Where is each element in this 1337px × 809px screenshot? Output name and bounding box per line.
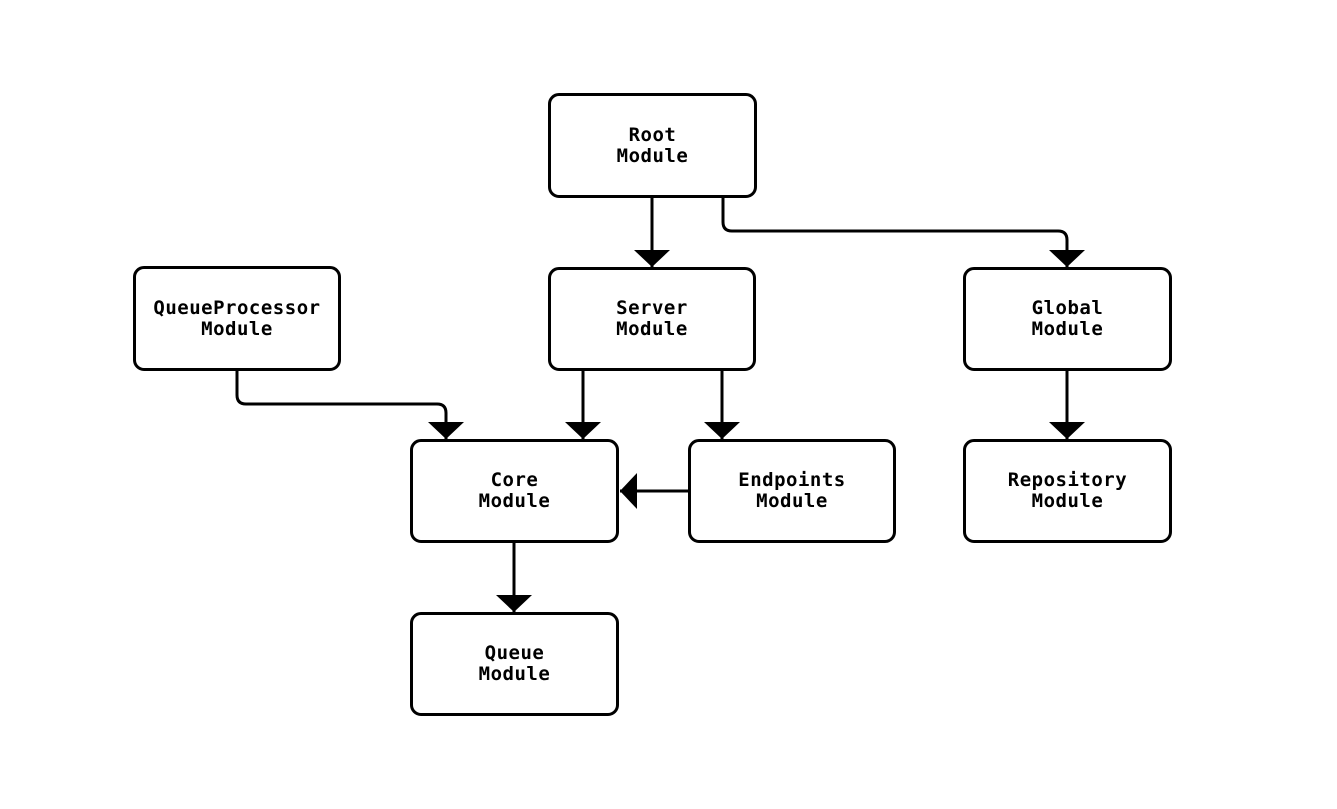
node-core-module: Core Module xyxy=(410,439,619,543)
node-endpoints-module: Endpoints Module xyxy=(688,439,896,543)
node-queueprocessor-module: QueueProcessor Module xyxy=(133,266,341,371)
node-global-module: Global Module xyxy=(963,267,1172,371)
edge-root-to-global xyxy=(721,198,1085,267)
edge-queueprocessor-to-core xyxy=(235,371,464,439)
node-queue-module: Queue Module xyxy=(410,612,619,716)
node-repository-module: Repository Module xyxy=(963,439,1172,543)
node-root-module: Root Module xyxy=(548,93,757,198)
node-server-module: Server Module xyxy=(548,267,756,371)
